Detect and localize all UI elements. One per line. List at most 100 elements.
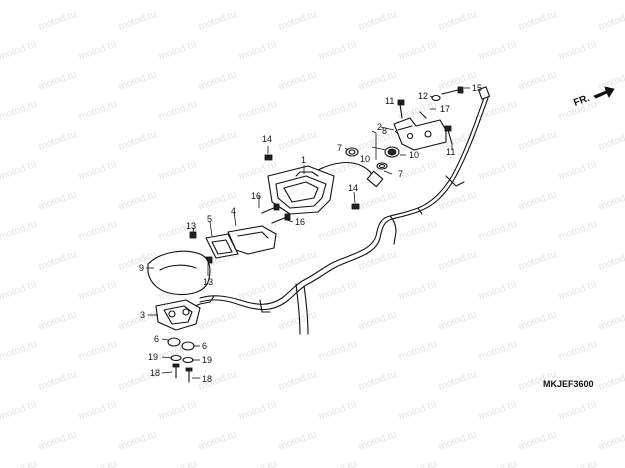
watermark-text: motod.ru — [437, 249, 478, 273]
watermark-text: motod.ru — [517, 69, 558, 93]
watermark-text: motod.ru — [397, 279, 438, 303]
wire-harness — [189, 86, 491, 335]
front-label: FR. — [572, 93, 591, 109]
watermark-text: motod.ru — [597, 309, 625, 333]
watermark-layer: motod.ru motod.ru motod.ru motod.ru motod.ru… — [0, 9, 625, 468]
callout-6-left: 6 — [154, 334, 159, 344]
watermark-text: motod.ru — [37, 129, 78, 153]
watermark-text: motod.ru — [157, 99, 198, 123]
watermark-text: motod.ru — [397, 159, 438, 183]
watermark-text: motod.ru — [597, 249, 625, 273]
watermark-text: motod.ru — [77, 459, 118, 468]
callout-4: 4 — [231, 206, 236, 216]
watermark-text: motod.ru — [397, 399, 438, 423]
watermark-text: motod.ru — [477, 339, 518, 363]
watermark-text: motod.ru — [557, 459, 598, 468]
watermark-text: motod.ru — [277, 249, 318, 273]
watermark-text: motod.ru — [437, 309, 478, 333]
watermark-text: motod.ru — [477, 459, 518, 468]
watermark-text: motod.ru — [357, 309, 398, 333]
watermark-text: motod.ru — [37, 429, 78, 453]
watermark-text: motod.ru — [277, 129, 318, 153]
callout-17: 17 — [440, 104, 450, 114]
watermark-text: motod.ru — [277, 309, 318, 333]
watermark-text: motod.ru — [77, 399, 118, 423]
watermark-text: motod.ru — [317, 39, 358, 63]
callout-18-left: 18 — [150, 368, 160, 378]
watermark-text: motod.ru — [317, 279, 358, 303]
watermark-text: motod.ru — [0, 219, 38, 243]
watermark-text: motod.ru — [397, 39, 438, 63]
clip-right — [351, 203, 360, 210]
callout-16-upper: 16 — [251, 191, 261, 201]
watermark-text: motod.ru — [357, 249, 398, 273]
watermark-text: motod.ru — [477, 399, 518, 423]
callout-7-lower: 7 — [398, 169, 403, 179]
callout-12: 12 — [418, 91, 428, 101]
callout-15: 15 — [472, 83, 482, 93]
watermark-text: motod.ru — [517, 9, 558, 33]
callout-8: 8 — [382, 126, 387, 136]
watermark-text: motod.ru — [477, 219, 518, 243]
watermark-text: motod.ru — [397, 219, 438, 243]
watermark-text: motod.ru — [237, 39, 278, 63]
watermark-text: motod.ru — [157, 399, 198, 423]
watermark-text: motod.ru — [117, 429, 158, 453]
watermark-text: motod.ru — [317, 339, 358, 363]
watermark-text: motod.ru — [237, 339, 278, 363]
watermark-text: motod.ru — [197, 429, 238, 453]
watermark-text: motod.ru — [517, 309, 558, 333]
callout-6-right: 6 — [202, 341, 207, 351]
callout-11-upper: 11 — [385, 96, 394, 106]
callout-10-right: 10 — [409, 150, 419, 160]
watermark-text: motod.ru — [37, 189, 78, 213]
watermark-text: motod.ru — [0, 159, 38, 183]
callout-5: 5 — [207, 214, 212, 224]
watermark-text: motod.ru — [397, 459, 438, 468]
callout-19-left: 19 — [148, 352, 158, 362]
watermark-text: motod.ru — [597, 189, 625, 213]
watermark-text: motod.ru — [477, 39, 518, 63]
diagram-code: MKJEF3600 — [543, 379, 594, 389]
watermark-text: motod.ru — [117, 9, 158, 33]
watermark-text: motod.ru — [357, 9, 398, 33]
watermark-text: motod.ru — [237, 459, 278, 468]
watermark-text: motod.ru — [517, 249, 558, 273]
watermark-text: motod.ru — [0, 39, 38, 63]
watermark-text: motod.ru — [357, 189, 398, 213]
watermark-text: motod.ru — [277, 429, 318, 453]
watermark-text: motod.ru — [197, 69, 238, 93]
watermark-text: motod.ru — [277, 9, 318, 33]
front-direction-indicator: FR. — [572, 86, 615, 109]
watermark-text: motod.ru — [237, 399, 278, 423]
watermark-text: motod.ru — [557, 399, 598, 423]
watermark-text: motod.ru — [437, 9, 478, 33]
watermark-text: motod.ru — [277, 69, 318, 93]
callout-19-right: 19 — [202, 355, 212, 365]
watermark-text: motod.ru — [557, 339, 598, 363]
watermark-text: motod.ru — [0, 399, 38, 423]
watermark-text: motod.ru — [477, 279, 518, 303]
watermark-text: motod.ru — [117, 129, 158, 153]
watermark-text: motod.ru — [0, 339, 38, 363]
watermark-text: motod.ru — [237, 279, 278, 303]
upper-right-bracket-assembly — [345, 86, 464, 170]
watermark-text: motod.ru — [397, 339, 438, 363]
callout-2: 2 — [377, 122, 382, 132]
watermark-text: motod.ru — [77, 279, 118, 303]
watermark-text: motod.ru — [0, 459, 38, 468]
watermark-text: motod.ru — [37, 309, 78, 333]
watermark-text: motod.ru — [37, 369, 78, 393]
watermark-text: motod.ru — [77, 39, 118, 63]
rear-cover — [147, 250, 211, 296]
watermark-text: motod.ru — [597, 369, 625, 393]
watermark-text: motod.ru — [597, 129, 625, 153]
watermark-text: motod.ru — [317, 459, 358, 468]
callout-14-right: 14 — [348, 183, 358, 193]
bracket-and-license-lamp — [189, 225, 277, 264]
front-arrow-icon — [593, 86, 615, 99]
watermark-text: motod.ru — [77, 159, 118, 183]
callout-7-upper: 7 — [337, 143, 342, 153]
watermark-text: motod.ru — [317, 99, 358, 123]
